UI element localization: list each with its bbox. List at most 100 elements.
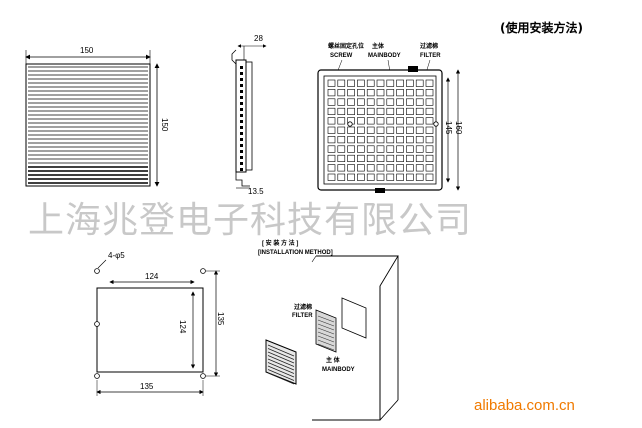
cutout-hole-tl (94, 268, 100, 274)
grid-cell (327, 126, 336, 134)
grille-line (267, 365, 295, 378)
grid-cell (415, 89, 424, 97)
main-inner-label: 145 (444, 121, 453, 135)
grid-cell (366, 126, 375, 134)
screw-hole-left (347, 121, 353, 127)
grid-cell (406, 126, 414, 134)
install-mainbody-en: MAINBODY (322, 367, 355, 373)
grid-cell (415, 136, 424, 144)
mesh-line (317, 323, 335, 331)
cutout-view: 4-φ5 124 124 135 135 (94, 251, 225, 396)
mesh-line (317, 339, 335, 347)
grid-cell (357, 117, 365, 125)
side-body (245, 61, 253, 171)
grid-cell (327, 145, 336, 153)
cutout-inner-width-label: 124 (145, 272, 159, 281)
side-ribs (240, 66, 243, 171)
grid-cell (357, 89, 365, 97)
grid-cell (366, 164, 375, 172)
grid-cell (386, 145, 395, 153)
install-title-en: [INSTALLATION METHOD] (258, 250, 333, 256)
grid-cell (386, 154, 395, 162)
grid-cell (425, 154, 434, 162)
page-title: (使用安装方法) (500, 20, 583, 35)
mesh-line (317, 315, 335, 323)
grid-cell (376, 89, 385, 97)
grid-cell (425, 164, 434, 172)
grid-cell (376, 117, 385, 125)
grid-cell (425, 173, 434, 181)
grid-cell (366, 98, 375, 106)
grid-cell (396, 164, 404, 172)
install-filter-en: FILTER (292, 313, 313, 319)
grid-cell (327, 79, 336, 87)
grille-louvers (267, 344, 295, 385)
side-depth-label: 28 (254, 34, 263, 43)
side-rib (240, 150, 243, 153)
grid-cell (406, 89, 414, 97)
side-rib (240, 84, 243, 87)
cabinet-cutout (341, 297, 367, 339)
grid-cell (396, 136, 404, 144)
side-rib (240, 138, 243, 141)
grid-cell (386, 136, 395, 144)
filter-mesh (317, 315, 335, 351)
grid-cell (425, 89, 434, 97)
grid-cell (406, 173, 414, 181)
filter-clip-top (408, 66, 418, 72)
grid-cell (406, 136, 414, 144)
front-louvers (28, 66, 148, 184)
cutout-hole-tr (200, 268, 206, 274)
grille-line (267, 369, 295, 381)
side-rib (240, 96, 243, 99)
grid-cell (327, 98, 336, 106)
grid-cell (386, 89, 395, 97)
grid-cell (396, 79, 404, 87)
grid-cell (366, 145, 375, 153)
grid-cell (327, 164, 336, 172)
grid-cell (376, 154, 385, 162)
grid-cell (327, 107, 336, 115)
mesh-line (317, 335, 335, 343)
grid-cell (347, 89, 355, 97)
grid-cell (406, 79, 414, 87)
grid-cell (415, 173, 424, 181)
grid-cell (357, 136, 365, 144)
grid-cell (366, 136, 375, 144)
grid-cell (357, 145, 365, 153)
mesh-line (317, 327, 335, 335)
side-rib (240, 162, 243, 165)
side-bottom-label: 13.5 (248, 187, 264, 196)
grid-cell (366, 173, 375, 181)
side-rib (240, 144, 243, 147)
grid-cell (347, 98, 355, 106)
grid-cell (337, 145, 346, 153)
alibaba-brand: alibaba.com.cn (474, 397, 575, 414)
mesh-line (317, 331, 335, 339)
grid-cell (327, 89, 336, 97)
side-rib (240, 156, 243, 159)
grid-cell (415, 126, 424, 134)
main-outer-label: 160 (454, 121, 463, 135)
grid-cell (406, 107, 414, 115)
grid-cell (347, 136, 355, 144)
grid-cell (357, 107, 365, 115)
grid-cell (347, 145, 355, 153)
filter-cn-label: 过滤棉 (420, 42, 438, 50)
grid-cell (396, 89, 404, 97)
grid-cell (425, 145, 434, 153)
screw-cn-label: 螺丝固定孔位 (328, 42, 364, 50)
grid-cell (376, 107, 385, 115)
screw-en-label: SCREW (330, 53, 353, 59)
grid-cell (396, 117, 404, 125)
side-rib (240, 126, 243, 129)
side-rib (240, 120, 243, 123)
grid-cell (386, 79, 395, 87)
grid-cell (415, 79, 424, 87)
grid-cell (366, 89, 375, 97)
cutout-rect (96, 287, 204, 373)
grid-cell (376, 79, 385, 87)
filter-en-label: FILTER (420, 53, 441, 59)
cutout-outer-width-label: 135 (140, 382, 154, 391)
grid-cell (386, 173, 395, 181)
